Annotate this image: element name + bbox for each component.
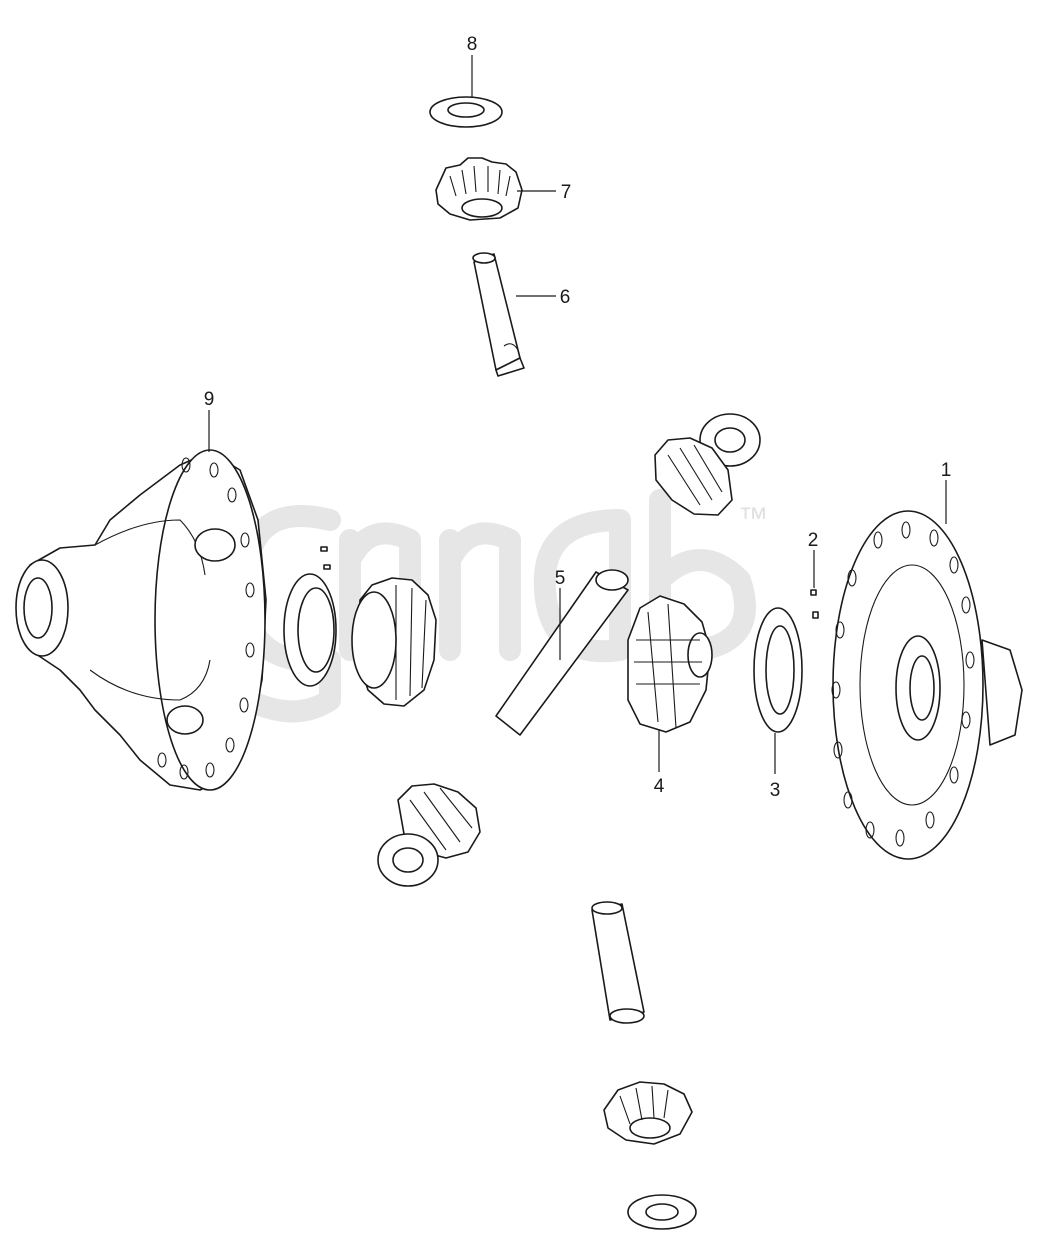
callout-2: 2 <box>808 530 819 551</box>
side-gear-left <box>351 577 437 707</box>
part-2-small-pins <box>810 589 819 619</box>
part-9-differential-case <box>15 449 267 791</box>
callout-4: 4 <box>654 776 665 797</box>
callout-6: 6 <box>560 287 571 308</box>
pinion-gear-bottom <box>603 1081 693 1145</box>
pinion-gear-upper-right <box>654 413 761 516</box>
thrust-washer-bottom <box>627 1194 697 1230</box>
pinion-gear-lower-left <box>377 783 481 887</box>
callout-labels: 1 2 3 4 5 6 7 8 9 <box>204 34 952 801</box>
part-3-thrust-washer <box>753 607 803 733</box>
small-pins-left <box>320 546 331 570</box>
part-1-case-cover <box>831 510 1023 860</box>
callout-9: 9 <box>204 389 215 410</box>
part-4-side-gear <box>627 595 713 733</box>
shaft-pin-lower <box>591 901 645 1024</box>
callout-7: 7 <box>561 182 572 203</box>
callout-8: 8 <box>467 34 478 55</box>
part-6-shaft-pin <box>472 252 525 377</box>
leader-lines <box>208 55 947 774</box>
callout-1: 1 <box>941 460 952 481</box>
callout-5: 5 <box>555 568 566 589</box>
part-8-thrust-washer <box>429 96 503 128</box>
side-thrust-washer-left <box>283 573 337 687</box>
callout-3: 3 <box>770 780 781 801</box>
watermark-trademark: ™ <box>738 502 768 535</box>
part-7-pinion-gear <box>435 157 523 221</box>
part-5-cross-pin <box>495 569 629 736</box>
